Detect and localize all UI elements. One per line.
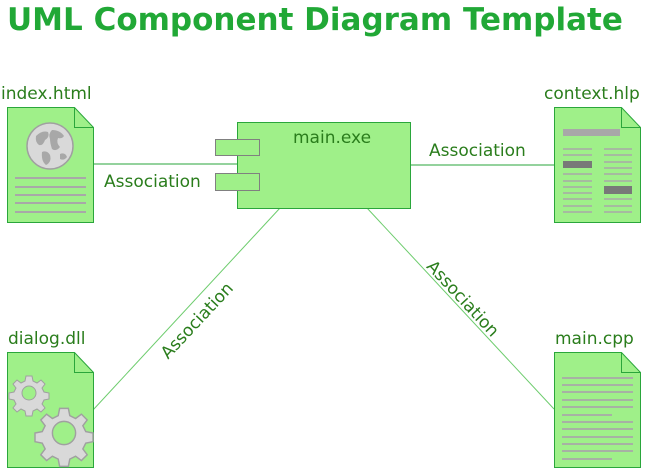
component-port-top xyxy=(215,139,260,156)
document-label-dialog-dll: dialog.dll xyxy=(8,329,86,349)
large-gear-icon xyxy=(34,407,94,468)
document-index-html[interactable] xyxy=(7,107,94,223)
association-line-main-cpp[interactable] xyxy=(366,207,555,410)
globe-icon xyxy=(26,122,74,170)
text-lines-icon xyxy=(15,177,86,213)
document-label-index-html: index.html xyxy=(1,84,92,104)
component-label-main-exe: main.exe xyxy=(293,128,372,148)
association-label-index-main: Association xyxy=(104,172,201,192)
component-port-bottom xyxy=(215,173,260,191)
component-main-exe[interactable] xyxy=(215,122,411,209)
document-label-context-hlp: context.hlp xyxy=(544,84,640,104)
association-line-main-dialog[interactable] xyxy=(92,207,281,411)
gears-icon xyxy=(8,375,94,468)
diagram-title: UML Component Diagram Template xyxy=(7,2,623,38)
document-main-cpp[interactable] xyxy=(554,352,641,468)
document-dialog-dll[interactable] xyxy=(7,352,94,468)
document-context-hlp[interactable] xyxy=(554,107,641,223)
small-gear-icon xyxy=(8,375,50,417)
document-label-main-cpp: main.cpp xyxy=(555,329,634,349)
text-lines-icon xyxy=(562,377,633,460)
association-label-main-context: Association xyxy=(429,141,526,161)
help-document-icon xyxy=(563,129,632,213)
